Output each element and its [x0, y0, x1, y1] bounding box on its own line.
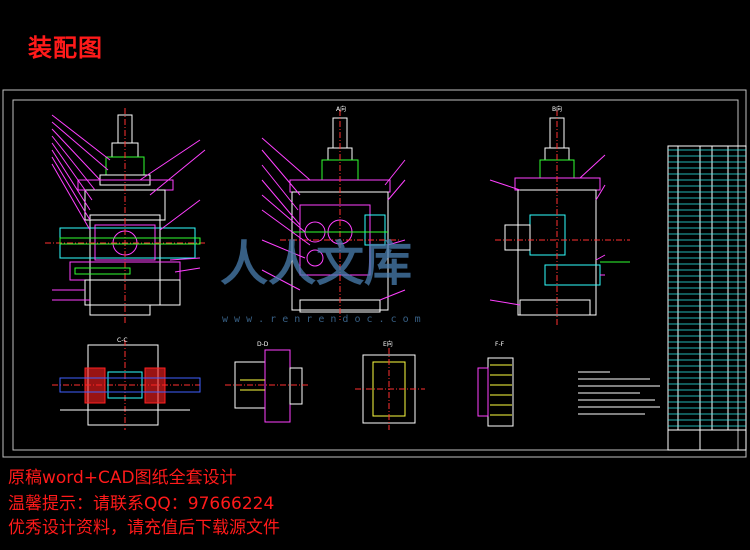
side-view-a-label: A向: [336, 105, 346, 113]
front-view: [45, 108, 206, 325]
view-e-label: E向: [383, 340, 393, 348]
view-e: E向: [355, 340, 425, 430]
section-f-f-label: F-F: [495, 341, 505, 348]
page-title: 装配图: [28, 34, 103, 62]
watermark: 人人文库 w w w . r e n r e n d o c . c o m: [220, 236, 421, 325]
section-c-c: C-C: [52, 337, 201, 430]
technical-notes: [578, 371, 660, 415]
svg-text:人人文库: 人人文库: [220, 236, 412, 292]
caption-line-2: 温馨提示：请联系QQ：97666224: [8, 494, 275, 514]
side-view-b: B向: [489, 105, 630, 325]
section-c-c-label: C-C: [117, 337, 128, 344]
section-f-f: F-F: [477, 341, 514, 427]
caption-line-3: 优秀设计资料，请充值后下载源文件: [8, 518, 280, 538]
side-view-b-label: B向: [552, 105, 562, 113]
side-view-a: A向: [261, 105, 406, 320]
section-d-d: D-D: [225, 341, 310, 423]
svg-text:w w w . r e n r e n d o c . c: w w w . r e n r e n d o c . c o m: [222, 314, 421, 325]
caption-line-1: 原稿word+CAD图纸全套设计: [8, 468, 237, 488]
drawing-inner-border: [12, 99, 739, 451]
parts-list-table: [667, 145, 747, 451]
section-d-d-label: D-D: [257, 341, 269, 348]
